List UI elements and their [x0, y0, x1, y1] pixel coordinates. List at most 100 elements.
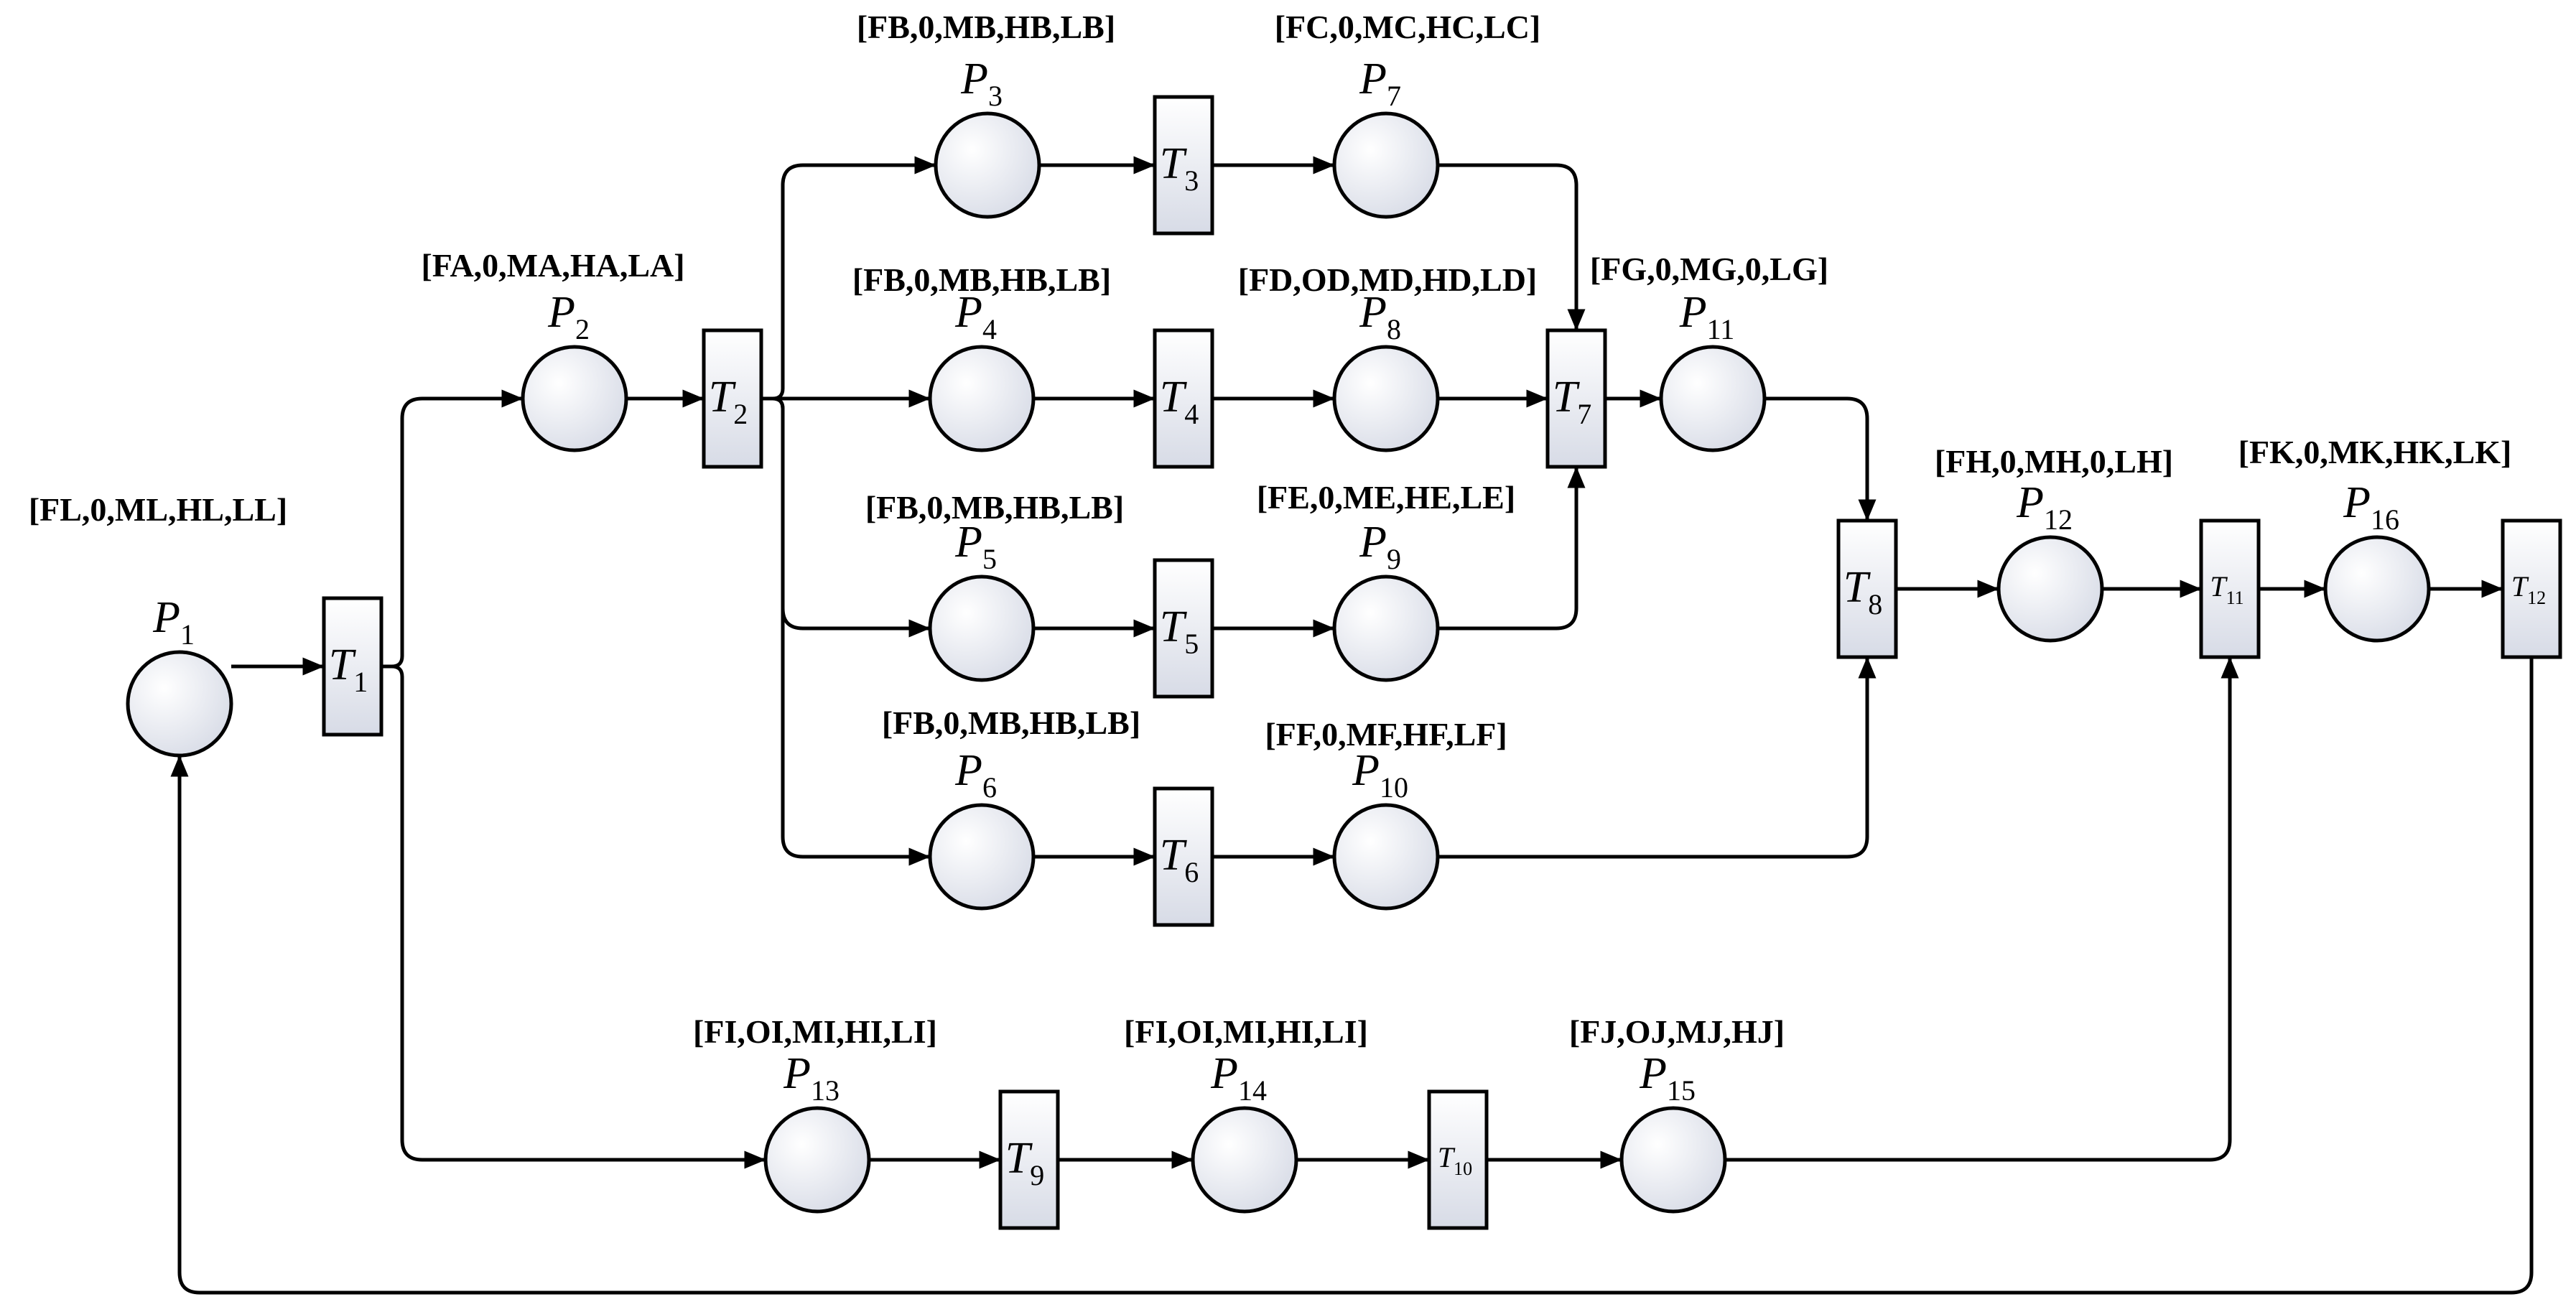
place-p1-circle: [126, 650, 233, 758]
place-p3: P3 [FB,0,MB,HB,LB]: [857, 9, 1115, 219]
place-p14: P14[FI,OI,MI,HI,LI]: [1124, 1013, 1368, 1214]
place-p10-tuple: [FF,0,MF,HF,LF]: [1265, 716, 1507, 753]
arc-p9-to-t7: [1438, 466, 1586, 631]
transition-t1-label: T1: [329, 641, 368, 698]
place-p15-label: P15: [1639, 1049, 1696, 1107]
transition-t5-box: [1153, 558, 1214, 699]
place-p1: P1 [FL,0,ML,HL,LL]: [29, 491, 287, 758]
place-p7-label: P7: [1359, 55, 1401, 112]
place-p2-tuple: [FA,0,MA,HA,LA]: [421, 247, 684, 284]
place-p9-label: P9: [1359, 518, 1401, 575]
transition-t11: T11: [2199, 518, 2261, 659]
place-p3-tuple: [FB,0,MB,HB,LB]: [857, 9, 1115, 45]
place-p13: P13[FI,OI,MI,HI,LI]: [693, 1013, 937, 1214]
transition-t6-box: [1153, 786, 1214, 927]
place-p6-label: P6: [954, 746, 997, 804]
place-p3-circle: [934, 111, 1041, 219]
place-p16-circle: [2323, 535, 2431, 643]
transition-t3-label: T3: [1160, 139, 1199, 197]
transition-t4: T4: [1153, 328, 1214, 469]
place-p8-tuple: [FD,OD,MD,HD,LD]: [1238, 261, 1538, 298]
transition-t4-box: [1153, 328, 1214, 469]
transition-t5-label: T5: [1160, 603, 1199, 660]
place-p13-tuple: [FI,OI,MI,HI,LI]: [693, 1013, 937, 1050]
place-p12-tuple: [FH,0,MH,0,LH]: [1935, 443, 2173, 480]
place-p7-tuple: [FC,0,MC,HC,LC]: [1275, 9, 1541, 45]
place-p1-tuple: [FL,0,ML,HL,LL]: [29, 491, 287, 528]
transition-t10: T10: [1427, 1089, 1489, 1230]
place-p4-tuple: [FB,0,MB,HB,LB]: [852, 261, 1111, 298]
arc-p7-to-t7: [1438, 163, 1586, 331]
place-p2-circle: [521, 345, 628, 452]
place-p10-circle: [1332, 803, 1440, 911]
transition-t8-box: [1836, 518, 1898, 659]
transition-t12-label: T12: [2511, 570, 2546, 608]
transition-t8: T8: [1836, 518, 1898, 659]
place-p1-label: P1: [152, 593, 195, 651]
place-p15-circle: [1619, 1106, 1727, 1214]
place-p15: P15[FJ,OJ,MJ,HJ]: [1569, 1013, 1785, 1214]
place-p13-circle: [763, 1106, 871, 1214]
transition-t6: T6: [1153, 786, 1214, 927]
transition-t10-label: T10: [1438, 1141, 1472, 1179]
arc-t1-to-p13: [381, 664, 766, 1169]
arc-t1-to-p2: [381, 389, 524, 669]
transition-t9-label: T9: [1005, 1134, 1044, 1191]
transition-t3: T3: [1153, 95, 1214, 236]
place-p2-label: P2: [547, 288, 590, 345]
transition-t9: T9: [998, 1089, 1060, 1230]
place-p13-label: P13: [783, 1049, 840, 1107]
arc-p11-to-t8: [1764, 396, 1877, 521]
place-p10: P10[FF,0,MF,HF,LF]: [1265, 716, 1507, 911]
place-p12-circle: [1996, 535, 2104, 643]
place-p6-circle: [928, 803, 1036, 911]
transition-t6-label: T6: [1160, 831, 1199, 888]
place-p16-tuple: [FK,0,MK,HK,LK]: [2238, 434, 2512, 470]
place-p5-tuple: [FB,0,MB,HB,LB]: [865, 489, 1124, 526]
place-p14-circle: [1191, 1106, 1298, 1214]
transition-t5: T5: [1153, 558, 1214, 699]
place-p8-circle: [1332, 345, 1440, 452]
place-p3-label: P3: [960, 55, 1003, 112]
transition-t8-label: T8: [1843, 563, 1882, 620]
place-p11-tuple: [FG,0,MG,0,LG]: [1590, 251, 1828, 287]
transition-t1: T1: [322, 596, 383, 737]
transition-t10-box: [1427, 1089, 1489, 1230]
place-p5-label: P5: [954, 518, 997, 575]
place-p14-label: P14: [1210, 1049, 1267, 1107]
place-p5-circle: [928, 575, 1036, 682]
place-p12: P12[FH,0,MH,0,LH]: [1935, 443, 2173, 643]
place-p11: P11[FG,0,MG,0,LG]: [1590, 251, 1828, 452]
place-p7: P7 [FC,0,MC,HC,LC]: [1275, 9, 1541, 219]
place-p8-label: P8: [1359, 288, 1401, 345]
transition-t3-box: [1153, 95, 1214, 236]
place-p14-tuple: [FI,OI,MI,HI,LI]: [1124, 1013, 1368, 1050]
place-p6: P6[FB,0,MB,HB,LB]: [882, 704, 1140, 911]
arcs-layer: [170, 156, 2534, 1295]
transition-t12: T12: [2501, 518, 2562, 659]
nodes-layer: P1 [FL,0,ML,HL,LL] P2 [FA,0,MA,HA,LA] P3 [FB,…: [29, 9, 2562, 1230]
place-p15-tuple: [FJ,OJ,MJ,HJ]: [1569, 1013, 1785, 1050]
place-p12-label: P12: [2016, 478, 2073, 536]
transition-t7-box: [1545, 328, 1607, 469]
place-p2: P2 [FA,0,MA,HA,LA]: [421, 247, 685, 452]
transition-t11-label: T11: [2210, 570, 2243, 608]
place-p8: P8[FD,OD,MD,HD,LD]: [1238, 261, 1538, 452]
transition-t7: T7: [1545, 328, 1607, 469]
transition-t1-box: [322, 596, 383, 737]
place-p16-label: P16: [2343, 478, 2399, 536]
transition-t2: T2: [702, 328, 763, 469]
transition-t2-box: [702, 328, 763, 469]
place-p4-circle: [928, 345, 1036, 452]
place-p11-label: P11: [1679, 288, 1734, 345]
transition-t2-label: T2: [709, 373, 748, 430]
place-p4-label: P4: [954, 288, 997, 345]
place-p4: P4[FB,0,MB,HB,LB]: [852, 261, 1111, 452]
arc-p10-to-t8: [1438, 656, 1877, 859]
transition-t11-box: [2199, 518, 2261, 659]
place-p9-circle: [1332, 575, 1440, 682]
transition-t9-box: [998, 1089, 1060, 1230]
arc-p15-to-t11: [1725, 656, 2239, 1162]
place-p11-circle: [1659, 345, 1767, 452]
